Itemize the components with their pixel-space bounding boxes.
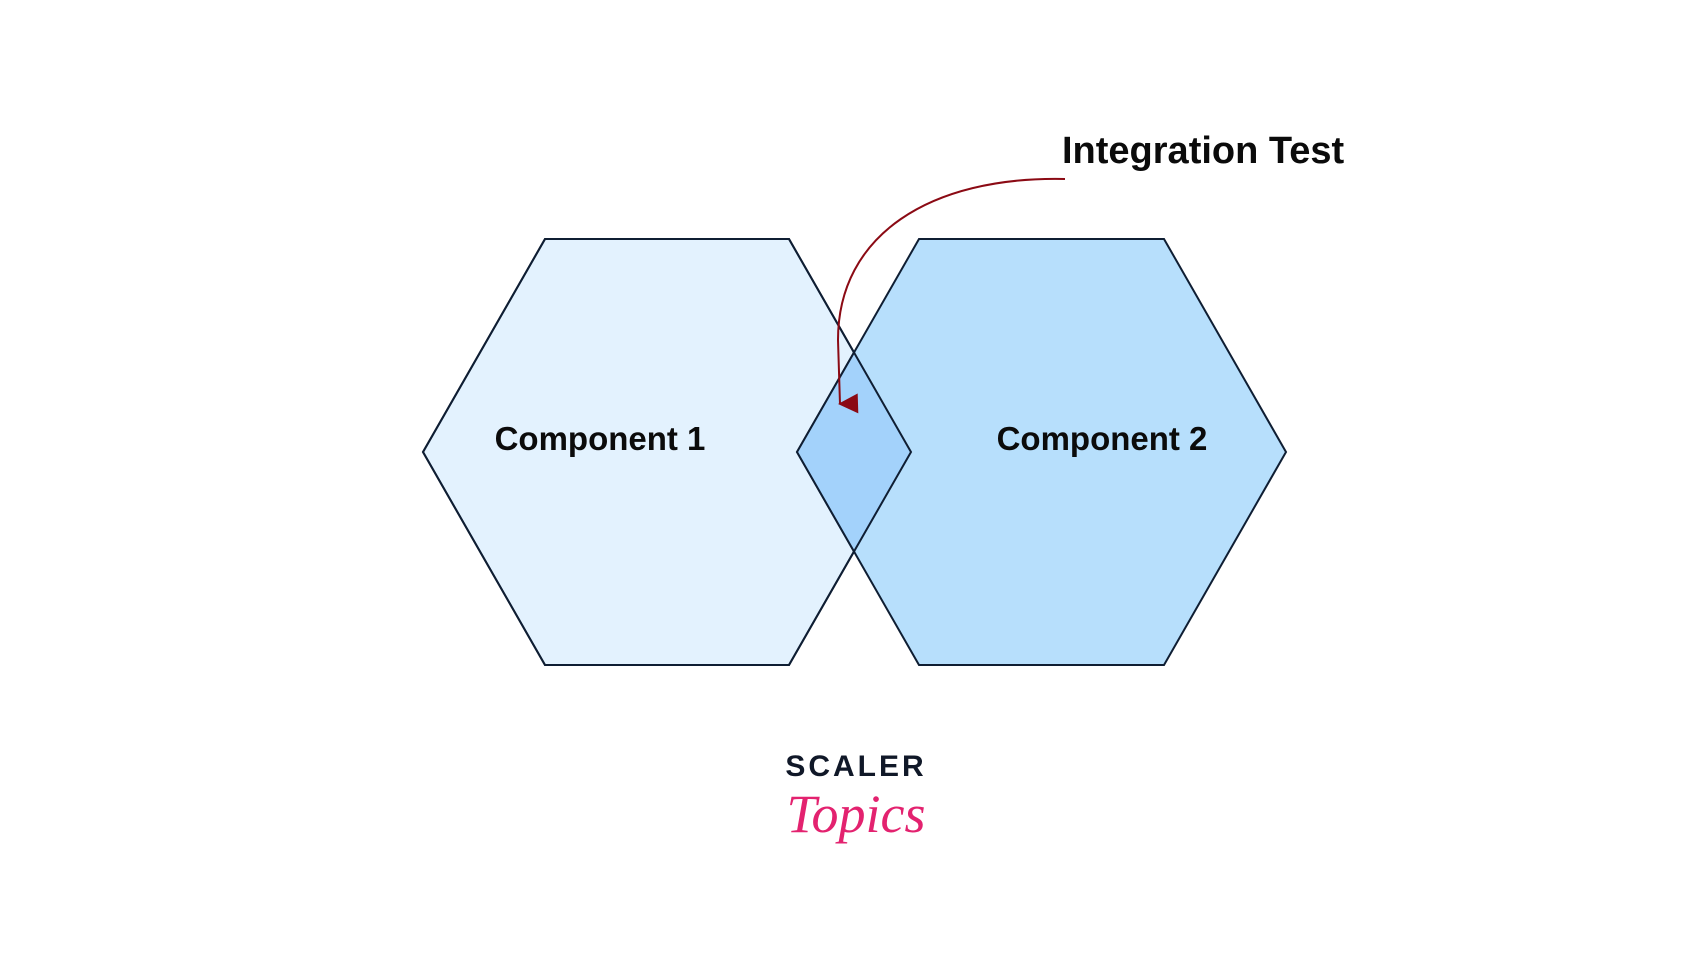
component-2-hexagon xyxy=(795,238,1288,666)
logo-brand: SCALER xyxy=(785,750,926,783)
component-1-outline xyxy=(421,238,913,666)
scaler-topics-logo: SCALER Topics xyxy=(785,750,926,844)
component-2-label: Component 2 xyxy=(997,420,1208,457)
integration-test-label: Integration Test xyxy=(1062,130,1345,172)
logo-sub: Topics xyxy=(786,784,925,844)
component-1-label: Component 1 xyxy=(495,420,706,457)
integration-arrow xyxy=(836,177,1066,414)
